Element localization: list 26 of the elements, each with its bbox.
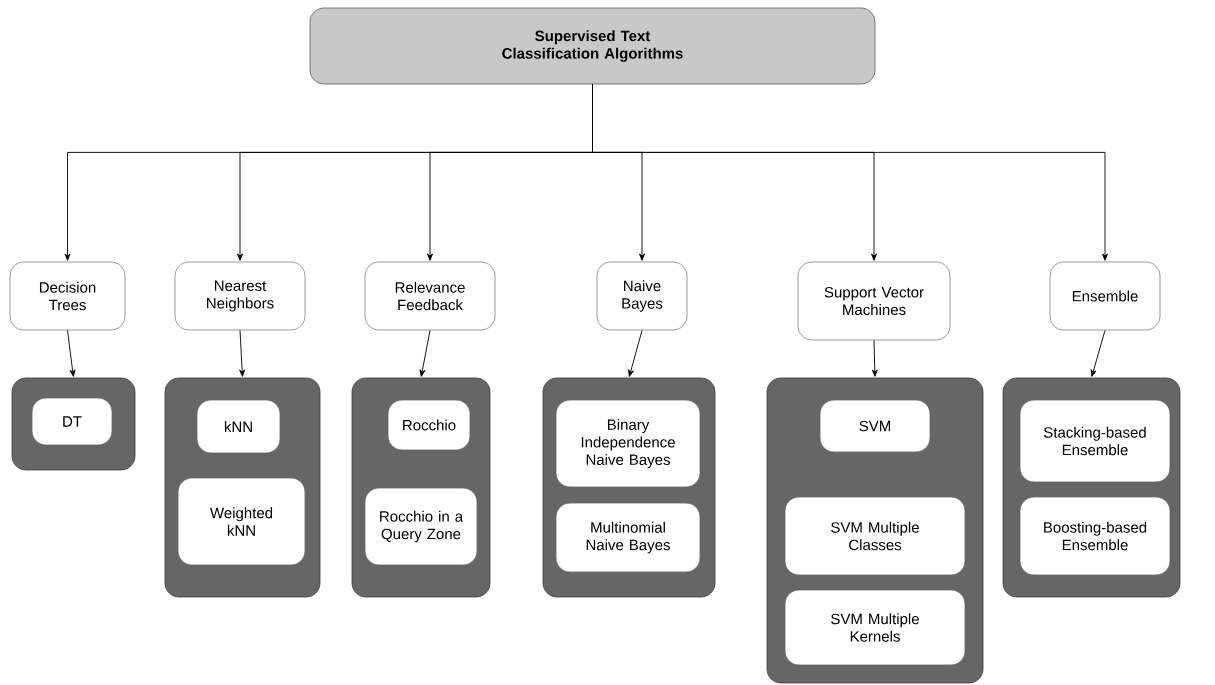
arrow bbox=[67, 329, 76, 377]
arrow bbox=[871, 339, 878, 377]
arrow bbox=[628, 329, 643, 377]
method-box: Weighted kNN bbox=[177, 477, 306, 566]
category-box: Naive Bayes bbox=[596, 261, 688, 331]
category-box: Ensemble bbox=[1049, 261, 1161, 331]
arrow bbox=[592, 83, 1108, 261]
method-box: Binary Independence Naive Bayes bbox=[555, 399, 701, 488]
method-box: Stacking-based Ensemble bbox=[1019, 399, 1171, 483]
method-box: Multinomial Naive Bayes bbox=[555, 502, 701, 573]
arrow bbox=[1090, 329, 1106, 377]
root-box: Supervised Text Classification Algorithms bbox=[309, 7, 876, 85]
arrow bbox=[239, 329, 246, 377]
method-box: Boosting-based Ensemble bbox=[1019, 496, 1171, 576]
category-box: Nearest Neighbors bbox=[174, 261, 306, 331]
method-box: DT bbox=[31, 397, 113, 446]
method-box: Rocchio bbox=[387, 399, 471, 451]
method-box: SVM Multiple Classes bbox=[784, 496, 966, 576]
arrow bbox=[419, 329, 431, 377]
category-box: Support Vector Machines bbox=[797, 261, 951, 341]
method-box: SVM Multiple Kernels bbox=[784, 589, 966, 666]
method-box: kNN bbox=[196, 399, 281, 454]
category-box: Decision Trees bbox=[9, 261, 126, 331]
category-box: Relevance Feedback bbox=[364, 261, 496, 331]
method-box: Rocchio in a Query Zone bbox=[364, 487, 478, 566]
method-box: SVM bbox=[819, 399, 931, 453]
